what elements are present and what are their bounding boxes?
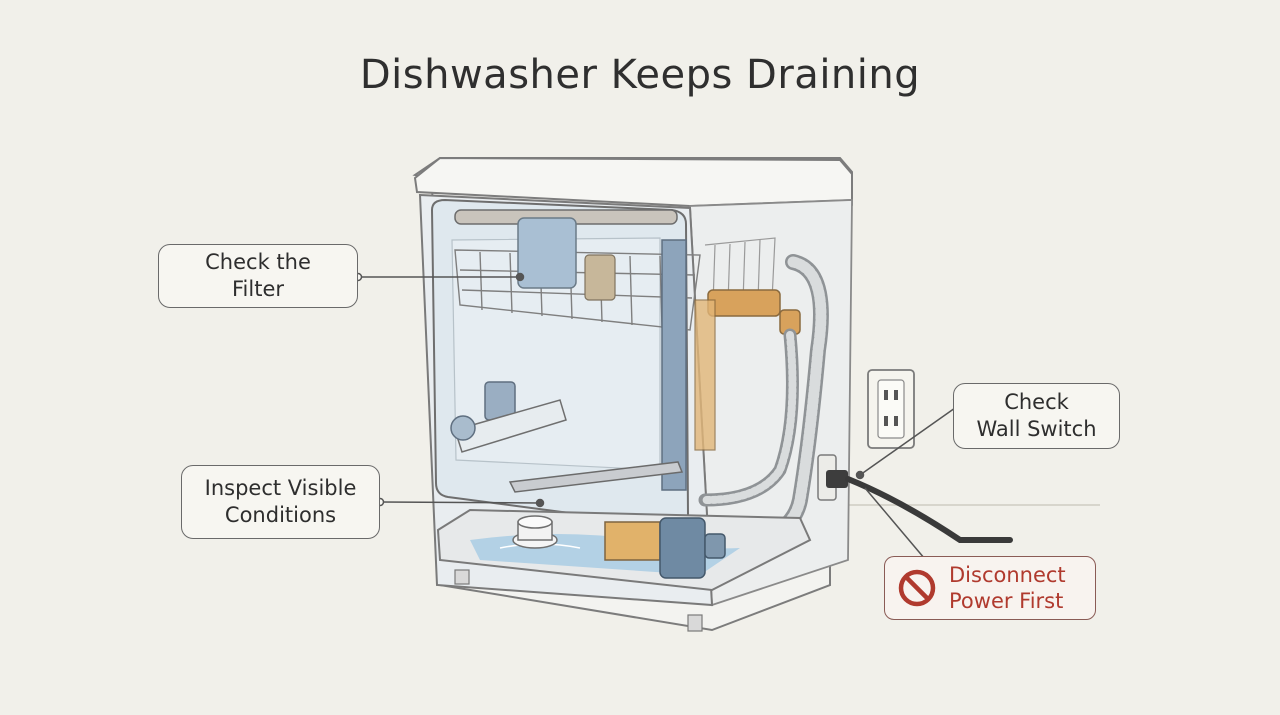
drain-tray [436, 508, 812, 632]
warning-disconnect-power: Disconnect Power First [884, 556, 1096, 620]
page-title: Dishwasher Keeps Draining [359, 52, 921, 98]
no-entry-icon [898, 569, 936, 607]
callout-check-wall-switch-line2: Wall Switch [976, 417, 1097, 441]
power-cord [817, 454, 1013, 543]
callout-check-wall-switch: Check Wall Switch [953, 383, 1120, 449]
callout-check-wall-switch-line1: Check [1004, 390, 1069, 414]
callout-inspect-conditions: Inspect Visible Conditions [181, 465, 380, 539]
wall-outlet-icon [867, 369, 915, 449]
warning-line1: Disconnect [949, 563, 1066, 587]
callout-check-filter-line1: Check the [205, 250, 311, 274]
callout-inspect-conditions-line1: Inspect Visible [204, 476, 357, 500]
callout-inspect-conditions-line2: Conditions [224, 503, 337, 527]
callout-check-filter-line2: Filter [231, 277, 284, 301]
warning-line2: Power First [949, 589, 1064, 613]
callout-check-filter: Check the Filter [158, 244, 358, 308]
callout-leaders [353, 272, 956, 566]
